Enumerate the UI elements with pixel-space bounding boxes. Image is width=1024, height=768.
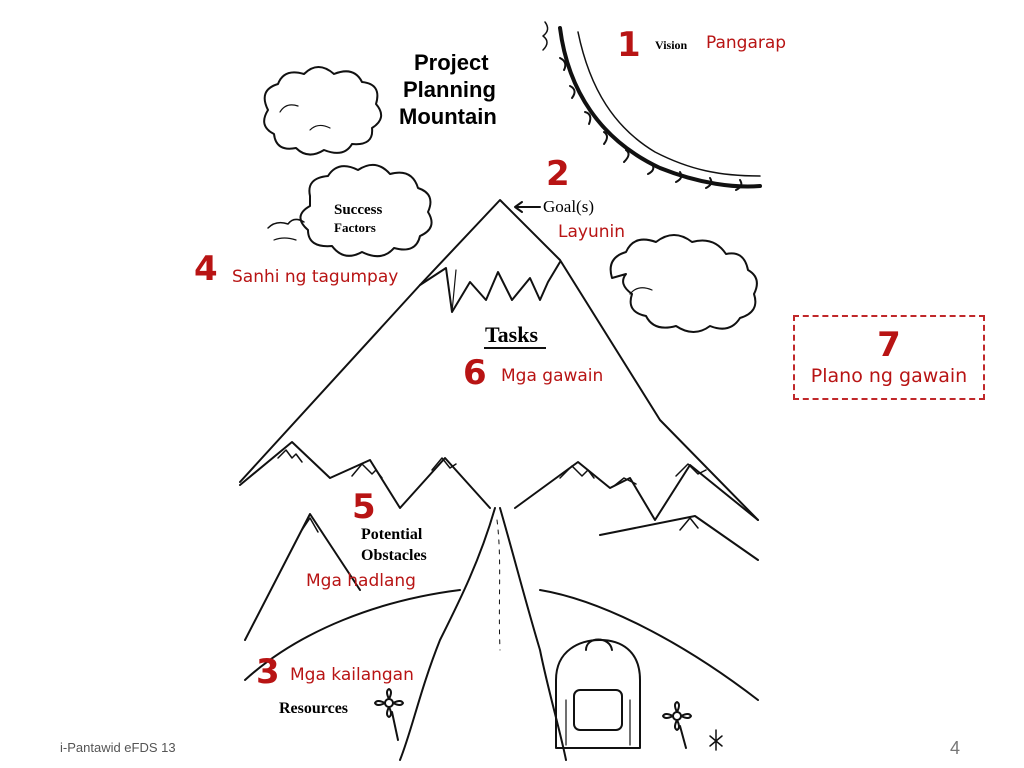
- page-number: 4: [950, 738, 961, 758]
- plan-box: 7 Plano ng gawain: [793, 315, 985, 400]
- footer-left: i-Pantawid eFDS 13: [60, 740, 176, 755]
- cloud-icon: [609, 234, 758, 333]
- annotation-text-1: Pangarap: [706, 33, 787, 53]
- annotation-number-4: 4: [194, 249, 218, 289]
- annotation-number-2: 2: [546, 154, 570, 194]
- title-line-3: Mountain: [399, 104, 497, 129]
- cloud-icon: [263, 66, 383, 156]
- flower-icon: [662, 701, 692, 749]
- annotation-text-3: Mga kailangan: [290, 665, 414, 685]
- road: [399, 507, 496, 761]
- annotation-text-5: Mga hadlang: [306, 571, 416, 591]
- resources-label: Resources: [279, 700, 349, 717]
- cloud-icon: [299, 163, 433, 258]
- flower-icon: [374, 688, 404, 741]
- vision-label: Vision: [655, 38, 688, 52]
- goals-label: Goal(s): [543, 197, 594, 216]
- plan-box-number: 7: [877, 325, 901, 365]
- obstacles-label-1: Potential: [361, 526, 423, 543]
- annotation-number-3: 3: [256, 652, 280, 692]
- main-mountain: [239, 199, 759, 521]
- success-label-1: Success: [334, 202, 383, 218]
- annotation-number-6: 6: [463, 353, 487, 393]
- annotation-number-1: 1: [617, 25, 641, 65]
- annotation-text-4: Sanhi ng tagumpay: [232, 267, 399, 287]
- backpack-icon: [555, 638, 641, 749]
- obstacles-label-2: Obstacles: [361, 547, 427, 564]
- tasks-label: Tasks: [485, 322, 539, 347]
- annotation-number-5: 5: [352, 487, 376, 527]
- annotation-text-2: Layunin: [558, 222, 625, 242]
- title-line-2: Planning: [403, 77, 496, 102]
- title-line-1: Project: [414, 50, 489, 75]
- small-peaks: [239, 441, 491, 509]
- snow-cap: [419, 261, 561, 313]
- sun-icon: [542, 21, 762, 191]
- plan-box-text: Plano ng gawain: [810, 365, 968, 387]
- success-label-2: Factors: [334, 220, 376, 235]
- annotation-text-6: Mga gawain: [501, 366, 604, 386]
